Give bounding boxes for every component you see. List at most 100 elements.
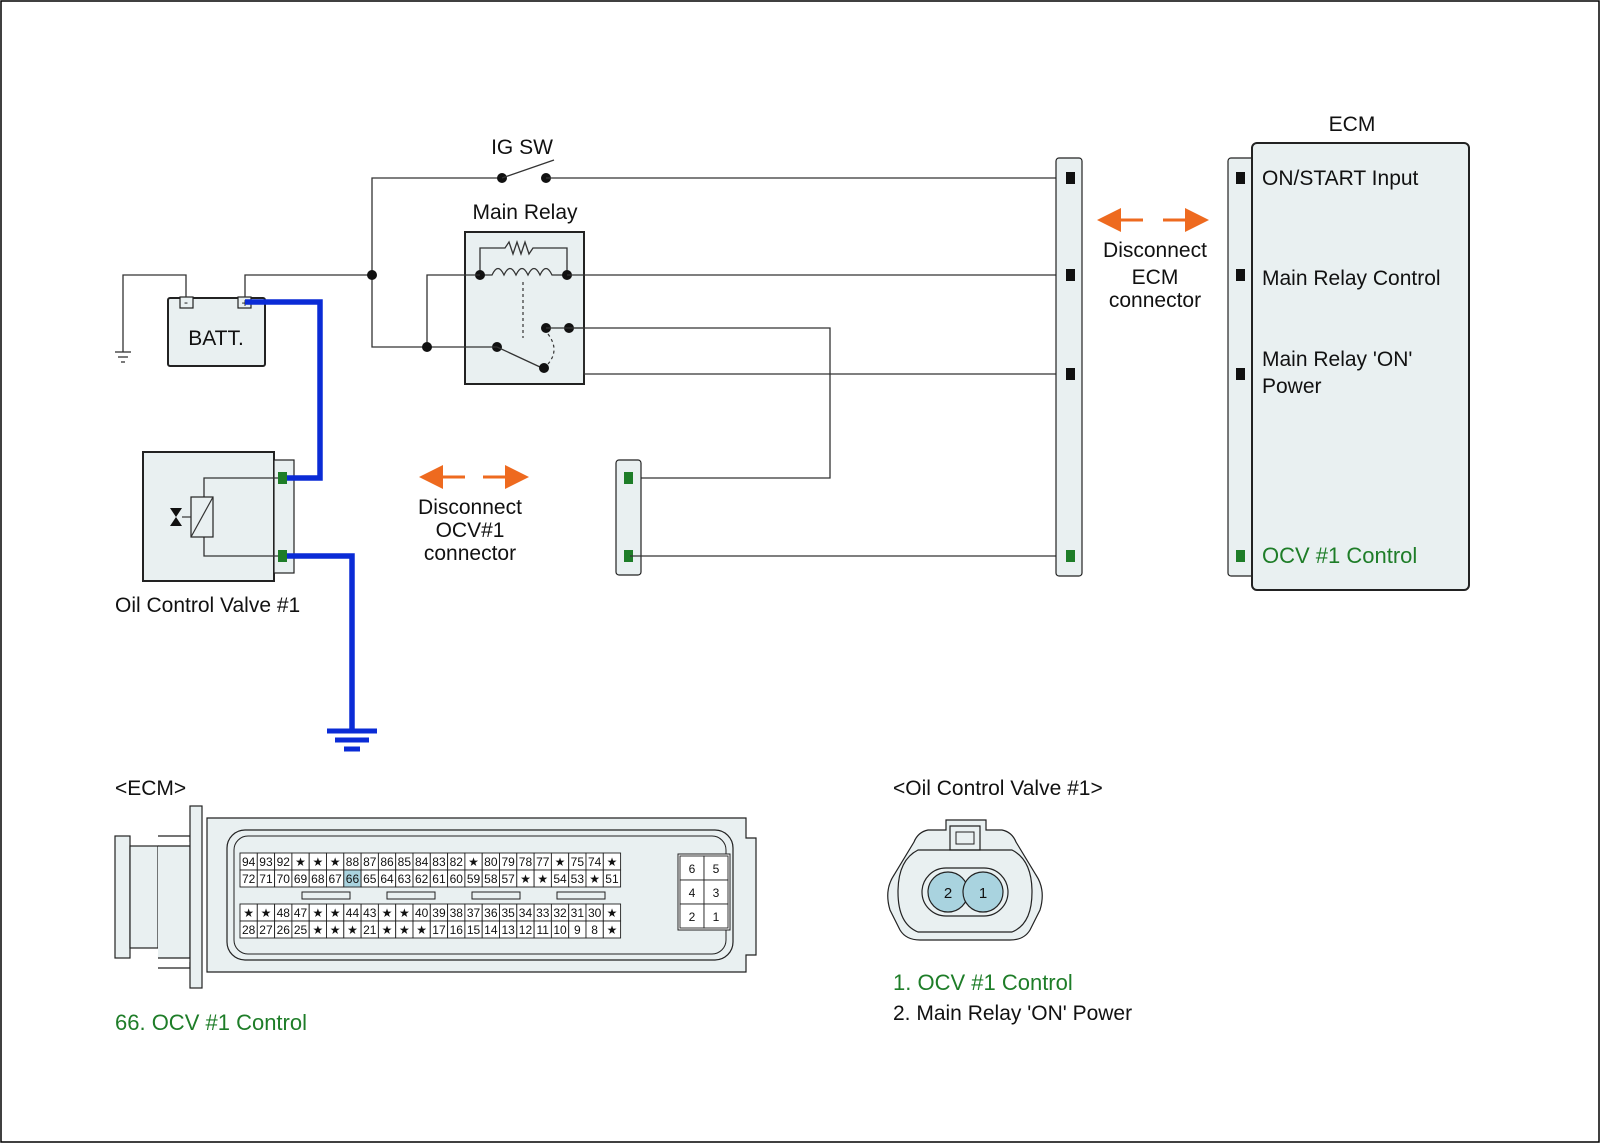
main-relay-on-power-ocv-wire <box>569 327 831 479</box>
ecm-pin-label: 32 <box>553 906 567 920</box>
ecm-pin-label: ★ <box>589 872 600 886</box>
ocv-connector-title: <Oil Control Valve #1> <box>893 777 1103 800</box>
relay-switch-feed-wire <box>371 275 497 348</box>
ecm-pin-label: ★ <box>468 855 479 869</box>
junction-dot <box>367 270 377 280</box>
ecm-pin-label: ★ <box>399 923 410 937</box>
ecm-pin-label: 33 <box>536 906 550 920</box>
battery-to-ocv-wire <box>245 299 323 481</box>
ecm-pin-label: 34 <box>519 906 533 920</box>
battery: - + BATT. <box>167 295 266 367</box>
ecm-side-pin-label: 2 <box>689 910 696 924</box>
ecm-pin-label: 92 <box>277 855 291 869</box>
ecm-side-pin-label: 5 <box>713 862 720 876</box>
battery-minus-sign: - <box>184 295 188 309</box>
ecm-pin-label: 75 <box>571 855 585 869</box>
ocv-ground-wire <box>287 553 355 731</box>
ecm-pin-label: 87 <box>363 855 377 869</box>
ecm-pin-label: 10 <box>553 923 567 937</box>
ecm-pin-label: ★ <box>416 923 427 937</box>
ecm-pin-label: 62 <box>415 872 429 886</box>
ecm-pin-label: 67 <box>328 872 342 886</box>
disconnect-ecm-line1: Disconnect <box>1103 239 1207 262</box>
relay-contact-arc <box>547 333 555 365</box>
ecm-pin-label: ★ <box>347 923 358 937</box>
ecm-pin-label: 93 <box>259 855 273 869</box>
ecm-pin-label: 37 <box>467 906 481 920</box>
ecm-pin-label: 38 <box>450 906 464 920</box>
ecm-pin-label: 30 <box>588 906 602 920</box>
ecm-pin-label: 66 <box>346 872 360 886</box>
ecm-side-pin-cell <box>703 855 729 881</box>
ecm-pin-label: 53 <box>571 872 585 886</box>
ecm-pin-label: 58 <box>484 872 498 886</box>
ecm-pin-label: 71 <box>259 872 273 886</box>
ecm-pin-label: 48 <box>277 906 291 920</box>
relay-switch-blade <box>496 346 541 368</box>
ecm-pin-label: 64 <box>380 872 394 886</box>
relay-resistor-icon <box>479 239 568 275</box>
ocv-terminal-2 <box>278 472 287 484</box>
ecm-pin-label: 36 <box>484 906 498 920</box>
ocv-pin-1 <box>962 871 1004 913</box>
ecm-pin-label: 60 <box>450 872 464 886</box>
ecm-pin-label: 82 <box>450 855 464 869</box>
ecm-pin-note: 66. OCV #1 Control <box>115 1010 307 1035</box>
ig-switch-blade <box>501 159 555 179</box>
junction-dot <box>422 342 432 352</box>
battery-positive-wire <box>244 274 372 297</box>
ecm-harness-connector <box>1055 157 1083 577</box>
ecm-pin-label: ★ <box>607 906 618 920</box>
ecm-pin-label: 79 <box>501 855 515 869</box>
ecm-pin-label: 51 <box>605 872 619 886</box>
ecm-pin-label: 80 <box>484 855 498 869</box>
ecm-pin-label: 54 <box>553 872 567 886</box>
main-relay <box>464 231 585 385</box>
ocv-pin-2-label: 2 <box>944 885 952 902</box>
ecm-pin-label: 39 <box>432 906 446 920</box>
ecm-pin-label: 88 <box>346 855 360 869</box>
ground-icon <box>327 728 377 752</box>
ecm-pin-label: 43 <box>363 906 377 920</box>
ig-switch-feed-wire <box>371 177 500 275</box>
disconnect-ocv-line3: connector <box>424 542 516 565</box>
ecm-pin-label: 11 <box>537 923 550 937</box>
disconnect-ocv-line2: OCV#1 <box>436 519 505 542</box>
ecm-module <box>1227 142 1470 591</box>
ecm-connector-keys <box>301 891 606 900</box>
main-relay-label: Main Relay <box>472 201 578 224</box>
ocv-harness-connector <box>615 459 642 576</box>
ecm-pin-label: 68 <box>311 872 325 886</box>
ecm-pin-label: 74 <box>588 855 602 869</box>
ecm-main-relay-on-power-label-2: Power <box>1262 375 1322 398</box>
chassis-ground-icon <box>115 351 131 363</box>
ecm-pin-label: 8 <box>591 923 598 937</box>
ecm-on-start-label: ON/START Input <box>1262 167 1419 190</box>
ocv-pin-note-2: 2. Main Relay 'ON' Power <box>893 1002 1132 1025</box>
ecm-pin-label: 61 <box>432 872 446 886</box>
ecm-pin-label: 9 <box>574 923 581 937</box>
ocv-pin-note-1: 1. OCV #1 Control <box>893 970 1073 995</box>
ecm-pin-label: 12 <box>519 923 533 937</box>
ecm-side-pin-label: 6 <box>689 862 696 876</box>
ecm-pin-label: 63 <box>398 872 412 886</box>
ecm-pin-label: ★ <box>382 906 393 920</box>
ecm-pin-label: 85 <box>398 855 412 869</box>
ocv-terminal-1 <box>278 550 287 562</box>
ecm-pin-label: ★ <box>520 872 531 886</box>
ecm-pin-label: 14 <box>484 923 498 937</box>
ecm-pin-label: 44 <box>346 906 360 920</box>
ecm-pin-label: 65 <box>363 872 377 886</box>
ocv-connector-face <box>887 819 1043 941</box>
ecm-pin-label: 69 <box>294 872 308 886</box>
ig-switch-label: IG SW <box>491 136 553 159</box>
ecm-pin-label: 94 <box>242 855 256 869</box>
ecm-pin-label: 40 <box>415 906 429 920</box>
ecm-pin-label: 35 <box>501 906 515 920</box>
ecm-pin-label: 17 <box>432 923 446 937</box>
ecm-pin-label: ★ <box>295 855 306 869</box>
ecm-pin-label: 72 <box>242 872 256 886</box>
main-relay-on-power-ecm-wire <box>569 327 1068 375</box>
ecm-pin-label: 70 <box>277 872 291 886</box>
